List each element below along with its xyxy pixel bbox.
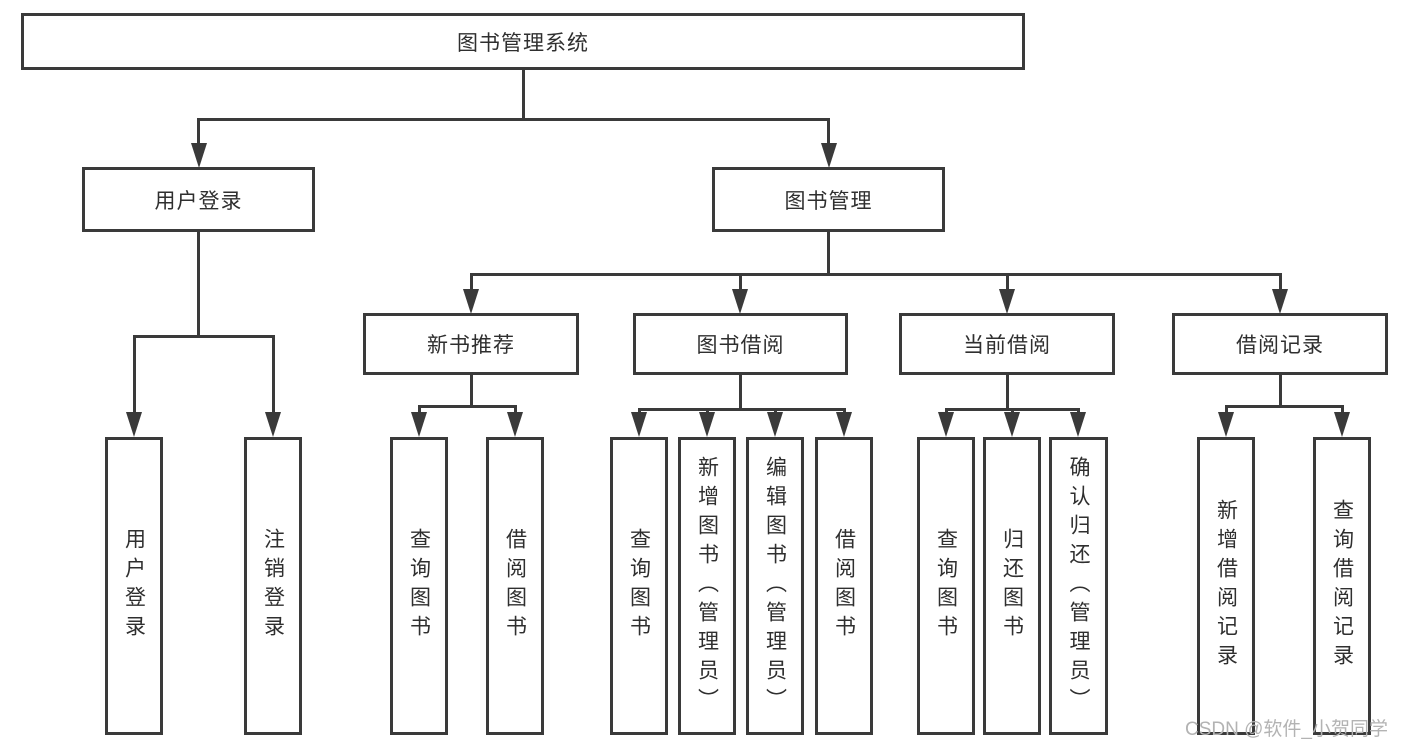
leaf-borrow-books-recommend: 借阅图书 <box>486 437 544 735</box>
node-user-login: 用户登录 <box>82 167 315 232</box>
leaf-borrow-books-label: 借阅图书 <box>832 528 856 644</box>
arrow-head <box>190 143 207 168</box>
arrow-head <box>938 412 954 437</box>
connector <box>738 375 742 411</box>
connector <box>637 408 641 414</box>
leaf-edit-book-admin: 编辑图书（管理员） <box>746 437 804 735</box>
leaf-query-books-current: 查询图书 <box>917 437 975 735</box>
leaf-user-login-label: 用户登录 <box>122 528 146 644</box>
connector <box>197 118 830 121</box>
connector <box>132 335 275 338</box>
node-book-management-label: 图书管理 <box>784 189 873 213</box>
arrow-head <box>126 412 142 437</box>
arrow-head <box>265 412 281 437</box>
arrow-head <box>411 412 427 437</box>
connector <box>827 118 830 145</box>
node-book-management: 图书管理 <box>712 167 945 232</box>
node-new-book-recommend: 新书推荐 <box>363 313 579 375</box>
connector <box>1224 405 1344 408</box>
connector <box>637 408 846 411</box>
connector <box>1005 273 1009 291</box>
connector <box>705 408 709 414</box>
arrow-head <box>999 289 1015 314</box>
node-borrowing-records-label: 借阅记录 <box>1236 334 1324 357</box>
watermark-text: CSDN @软件_小贺同学 <box>1185 719 1388 740</box>
connector <box>1278 273 1282 291</box>
connector <box>827 232 830 276</box>
connector <box>417 405 517 408</box>
connector <box>469 273 1282 276</box>
connector <box>738 273 742 291</box>
leaf-user-login: 用户登录 <box>105 437 163 735</box>
leaf-query-books-recommend-label: 查询图书 <box>407 528 431 644</box>
leaf-query-books-borrow: 查询图书 <box>610 437 668 735</box>
arrow-head <box>463 289 479 314</box>
arrow-head <box>836 412 852 437</box>
node-book-borrowing: 图书借阅 <box>633 313 848 375</box>
connector <box>1010 408 1014 414</box>
connector <box>1076 408 1080 414</box>
leaf-add-borrow-record: 新增借阅记录 <box>1197 437 1255 735</box>
arrow-head <box>1334 412 1350 437</box>
node-new-book-recommend-label: 新书推荐 <box>427 334 515 357</box>
leaf-confirm-return-admin-label: 确认归还（管理员） <box>1067 455 1090 717</box>
leaf-query-books-borrow-label: 查询图书 <box>627 528 651 644</box>
connector <box>197 118 200 145</box>
arrow-head <box>507 412 523 437</box>
node-current-borrowing: 当前借阅 <box>899 313 1115 375</box>
connector <box>1224 405 1228 414</box>
leaf-query-books-current-label: 查询图书 <box>934 528 958 644</box>
node-borrowing-records: 借阅记录 <box>1172 313 1388 375</box>
node-current-borrowing-label: 当前借阅 <box>963 334 1051 357</box>
node-book-borrowing-label: 图书借阅 <box>696 334 785 357</box>
leaf-confirm-return-admin: 确认归还（管理员） <box>1049 437 1108 735</box>
leaf-borrow-books-recommend-label: 借阅图书 <box>503 528 527 644</box>
connector <box>521 70 525 121</box>
arrow-head <box>631 412 647 437</box>
leaf-add-borrow-record-label: 新增借阅记录 <box>1214 499 1238 673</box>
connector <box>197 232 200 338</box>
connector <box>132 335 136 414</box>
leaf-edit-book-admin-label: 编辑图书（管理员） <box>763 455 787 717</box>
arrow-head <box>699 412 715 437</box>
leaf-logout: 注销登录 <box>244 437 302 735</box>
leaf-query-books-recommend: 查询图书 <box>390 437 448 735</box>
leaf-add-book-admin: 新增图书（管理员） <box>678 437 736 735</box>
leaf-query-borrow-record-label: 查询借阅记录 <box>1330 499 1354 673</box>
connector <box>469 273 473 291</box>
leaf-add-book-admin-label: 新增图书（管理员） <box>695 455 719 717</box>
connector <box>842 408 846 414</box>
arrow-head <box>1004 412 1020 437</box>
arrow-head <box>1070 412 1086 437</box>
arrow-head <box>1272 289 1288 314</box>
connector <box>1278 375 1282 408</box>
arrow-head <box>820 143 837 168</box>
leaf-borrow-books: 借阅图书 <box>815 437 873 735</box>
connector <box>271 335 275 414</box>
leaf-return-books-label: 归还图书 <box>1000 528 1024 644</box>
leaf-return-books: 归还图书 <box>983 437 1041 735</box>
leaf-logout-label: 注销登录 <box>261 528 285 644</box>
leaf-query-borrow-record: 查询借阅记录 <box>1313 437 1371 735</box>
connector <box>1005 375 1009 411</box>
connector <box>1340 405 1344 414</box>
arrow-head <box>767 412 783 437</box>
arrow-head <box>732 289 748 314</box>
node-root-label: 图书管理系统 <box>457 31 589 55</box>
connector <box>773 408 777 414</box>
connector <box>469 375 473 408</box>
connector <box>513 405 517 414</box>
arrow-head <box>1218 412 1234 437</box>
connector <box>417 405 421 414</box>
node-root: 图书管理系统 <box>21 13 1025 70</box>
connector <box>944 408 948 414</box>
node-user-login-label: 用户登录 <box>154 189 243 213</box>
